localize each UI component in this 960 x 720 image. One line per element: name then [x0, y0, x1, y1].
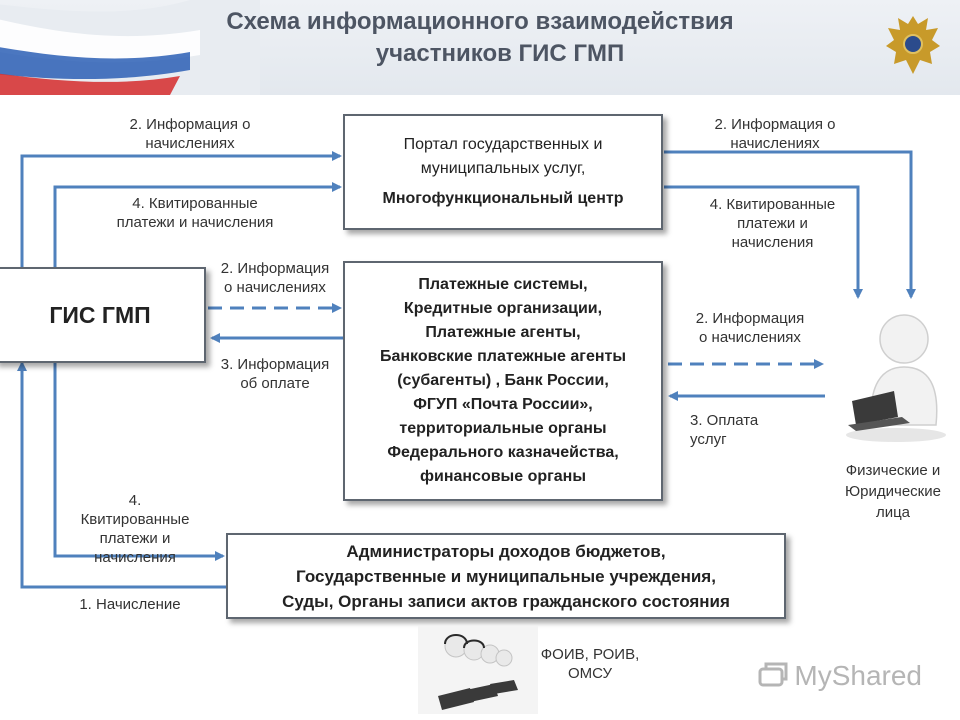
label-line: Квитированные	[80, 511, 190, 528]
label-line: 2. Информация	[220, 260, 330, 277]
label-line: платежи и начисления	[116, 214, 274, 231]
arrow-gis-portal-info	[20, 151, 342, 268]
label-line: 4. Квитированные	[132, 195, 258, 212]
label-line: 2. Информация	[695, 310, 805, 327]
title-line-1: Схема информационного взаимодействия	[226, 8, 734, 35]
payment-line: Кредитные организации,	[403, 300, 603, 317]
label-line: начисления	[94, 549, 176, 566]
label-line: 1. Начисление	[79, 596, 181, 613]
label-line: об оплате	[240, 375, 310, 392]
portal-line-3: Многофункциональный центр	[382, 190, 624, 207]
title-line-2: участников ГИС ГМП	[375, 40, 625, 67]
portal-line-2: муниципальных услуг,	[420, 160, 586, 177]
gis-gmp-label: ГИС ГМП	[49, 301, 151, 328]
label-line: ФОИВ, РОИВ,	[540, 646, 640, 663]
payment-systems-box: Платежные системы, Кредитные организации…	[343, 261, 663, 501]
label-line: 2. Информация о	[129, 116, 251, 133]
header: Схема информационного взаимодействия уча…	[0, 0, 960, 95]
label-line: 4.	[128, 492, 142, 509]
label-line: 3. Оплата	[690, 412, 759, 429]
payment-line: Платежные агенты,	[425, 324, 581, 341]
label-nachislenie: 1. Начисление	[60, 595, 200, 614]
admins-line: Суды, Органы записи актов гражданского с…	[282, 591, 730, 611]
arrow-portal-persons-info	[664, 150, 916, 299]
operators-icon	[418, 626, 538, 714]
label-mid-pay: 3. Информация об оплате	[210, 355, 340, 393]
arrow-gis-admins-kvit	[53, 362, 225, 561]
label-line: Физические и	[845, 462, 941, 479]
admins-line: Администраторы доходов бюджетов,	[346, 541, 666, 561]
gis-gmp-box: ГИС ГМП	[0, 267, 206, 363]
admins-box: Администраторы доходов бюджетов, Государ…	[226, 533, 786, 619]
label-right-top-info: 2. Информация о начислениях	[695, 115, 855, 153]
label-line: 2. Информация о	[714, 116, 836, 133]
myshared-logo-icon	[758, 662, 788, 687]
label-line: начисления	[731, 234, 814, 251]
page-title: Схема информационного взаимодействия уча…	[0, 6, 960, 70]
payment-line: Федерального казначейства,	[387, 444, 619, 461]
label-line: лица	[875, 504, 911, 521]
admins-line: Государственные и муниципальные учрежден…	[296, 566, 716, 586]
watermark: MyShared	[758, 660, 922, 692]
russian-flag-icon	[0, 0, 260, 95]
label-line: платежи и	[99, 530, 171, 547]
portal-box: Портал государственных и муниципальных у…	[343, 114, 663, 230]
arrow-gis-portal-kvit	[53, 182, 342, 268]
label-right-mid-pay: 3. Оплата услуг	[690, 411, 770, 449]
label-right-mid-info: 2. Информация о начислениях	[680, 309, 820, 347]
arrow-portal-persons-kvit	[664, 185, 863, 299]
label-mid-info: 2. Информация о начислениях	[210, 259, 340, 297]
payment-line: финансовые органы	[419, 468, 586, 485]
arrow-admins-gis-nachislenie	[17, 361, 226, 589]
person-laptop-icon	[846, 314, 946, 442]
label-line: платежи и	[737, 215, 808, 232]
label-line: о начислениях	[699, 329, 801, 346]
portal-line-1: Портал государственных и	[403, 136, 603, 153]
label-foiv: ФОИВ, РОИВ, ОМСУ	[540, 645, 640, 683]
label-line: Юридические	[845, 483, 941, 500]
payment-line: Банковские платежные агенты	[379, 348, 627, 365]
emblem-icon	[886, 16, 940, 74]
label-line: 4. Квитированные	[709, 196, 836, 213]
payment-line: (субагенты) , Банк России,	[397, 372, 609, 389]
label-line: 3. Информация	[220, 356, 330, 373]
label-line: услуг	[690, 431, 727, 448]
label-line: начислениях	[730, 135, 820, 152]
label-left-bottom-kvit: 4. Квитированные платежи и начисления	[65, 491, 205, 567]
label-line: начислениях	[145, 135, 235, 152]
label-line: о начислениях	[224, 279, 326, 296]
payment-line: ФГУП «Почта России»,	[413, 396, 593, 413]
label-right-top-kvit: 4. Квитированные платежи и начисления	[690, 195, 855, 252]
label-left-top-info: 2. Информация о начислениях	[100, 115, 280, 153]
label-line: ОМСУ	[567, 665, 613, 682]
label-left-top-kvit: 4. Квитированные платежи и начисления	[95, 194, 295, 232]
watermark-text: MyShared	[794, 660, 922, 691]
payment-line: территориальные органы	[399, 420, 607, 437]
label-persons: Физические и Юридические лица	[826, 460, 960, 523]
payment-line: Платежные системы,	[418, 276, 588, 293]
